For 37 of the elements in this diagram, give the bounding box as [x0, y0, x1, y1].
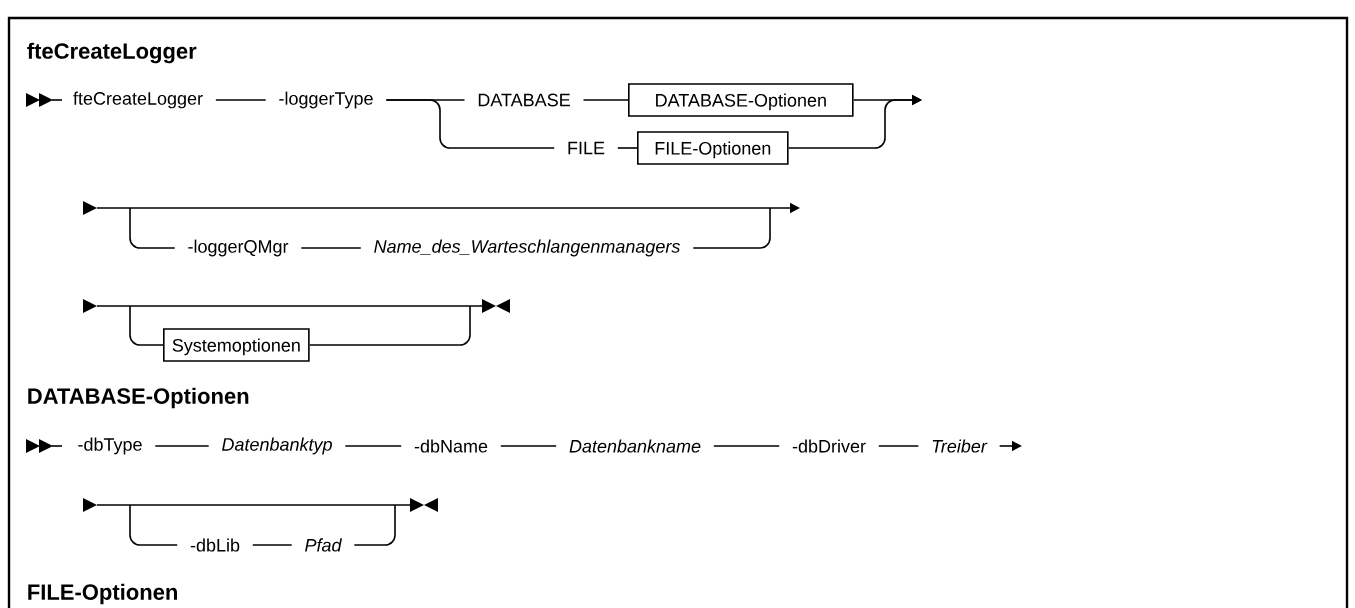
connector-line: [215, 99, 267, 101]
connector-line: [713, 445, 780, 447]
keyword: fteCreateLogger: [73, 91, 203, 109]
connector-line: [129, 504, 178, 546]
section-heading: FILE-Optionen: [28, 583, 177, 605]
connector-line: [353, 504, 396, 546]
connector-line: [344, 445, 402, 447]
syntax-fragment-box: DATABASE-Optionen: [628, 83, 854, 117]
keyword: DATABASE: [478, 93, 570, 107]
syntax-fragment-box: Systemoptionen: [163, 328, 310, 362]
section-heading: DATABASE-Optionen: [28, 387, 249, 409]
keyword: FILE: [568, 141, 605, 155]
connector-line: [878, 445, 920, 447]
connector-line: [385, 99, 555, 149]
syntax-fragment-box: FILE-Optionen: [637, 131, 789, 165]
keyword: -loggerType: [279, 91, 373, 109]
variable: Pfad: [305, 538, 342, 552]
connector-line: [154, 445, 210, 447]
variable: Datenbankname: [569, 439, 701, 453]
variable: Treiber: [932, 439, 988, 453]
keyword: -loggerQMgr: [188, 239, 289, 257]
connector-line: [252, 544, 293, 546]
section-heading: fteCreateLogger: [27, 42, 197, 64]
keyword: -dbLib: [190, 538, 240, 552]
connector-line: [617, 147, 638, 149]
variable: Name_des_Warteschlangenmanagers: [374, 239, 680, 257]
variable: Datenbanktyp: [222, 437, 332, 455]
connector-line: [582, 99, 629, 101]
keyword: -dbDriver: [792, 439, 866, 453]
keyword: -dbName: [414, 439, 488, 453]
connector-line: [308, 305, 471, 346]
keyword: -dbType: [78, 437, 142, 455]
connector-line: [300, 247, 362, 249]
connector-line: [129, 305, 164, 346]
connector-line: [129, 207, 176, 249]
connector-line: [500, 445, 557, 447]
connector-line: [692, 207, 771, 249]
